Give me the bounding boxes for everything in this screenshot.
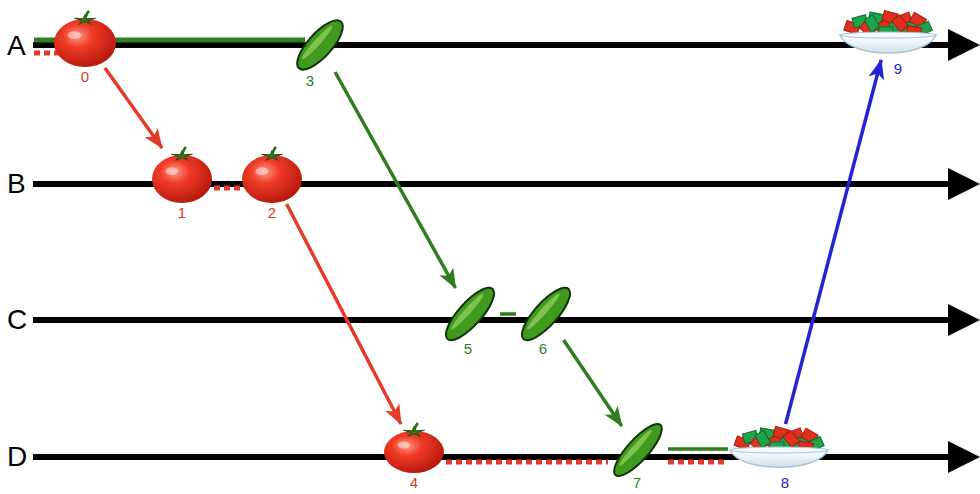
cucumber-icon: [516, 288, 576, 340]
tomato-icon: [150, 148, 214, 204]
history-line: [214, 186, 240, 191]
message-arrow: [287, 204, 401, 424]
cucumber-event: 6: [516, 288, 576, 340]
timeline-arrowhead: [948, 29, 980, 473]
history-line: [500, 312, 516, 316]
cucumber-event: 5: [440, 288, 500, 340]
event-number: 7: [586, 475, 688, 490]
history-line: [668, 460, 728, 465]
message-arrow: [786, 60, 882, 424]
bowl-event: 8: [728, 424, 830, 474]
cucumber-icon: [292, 18, 348, 72]
message-arrow: [105, 68, 162, 148]
history-line: [668, 447, 728, 451]
event-number: 6: [490, 341, 596, 356]
event-number: 3: [252, 73, 368, 88]
cucumber-icon: [440, 288, 500, 340]
tomato-event: 4: [382, 424, 446, 474]
event-number: 2: [220, 205, 324, 220]
cucumber-icon: [608, 426, 668, 474]
event-number: 0: [32, 69, 138, 84]
timeline: [33, 45, 952, 457]
message-arrow: [564, 340, 622, 426]
bowl-icon: [838, 8, 938, 60]
bowl-icon: [728, 424, 830, 474]
cucumber-event: 7: [608, 426, 668, 474]
tomato-icon: [240, 148, 304, 204]
event-number: 8: [720, 475, 850, 490]
message-arrow: [335, 72, 455, 288]
process-label: D: [7, 442, 27, 472]
event-number: 5: [416, 341, 520, 356]
process-label: B: [7, 169, 26, 199]
tomato-event: 1: [150, 148, 214, 204]
event-number: 4: [362, 475, 466, 490]
event-number: 9: [838, 61, 958, 76]
process-label: C: [7, 305, 27, 335]
bowl-event: 9: [838, 8, 938, 60]
process-label: A: [7, 31, 26, 61]
tomato-event: 2: [240, 148, 304, 204]
history-line: [446, 460, 608, 465]
cucumber-event: 3: [292, 18, 348, 72]
tomato-icon: [382, 424, 446, 474]
tomato-icon: [52, 12, 118, 68]
event-number: 1: [130, 205, 234, 220]
tomato-event: 0: [52, 12, 118, 68]
